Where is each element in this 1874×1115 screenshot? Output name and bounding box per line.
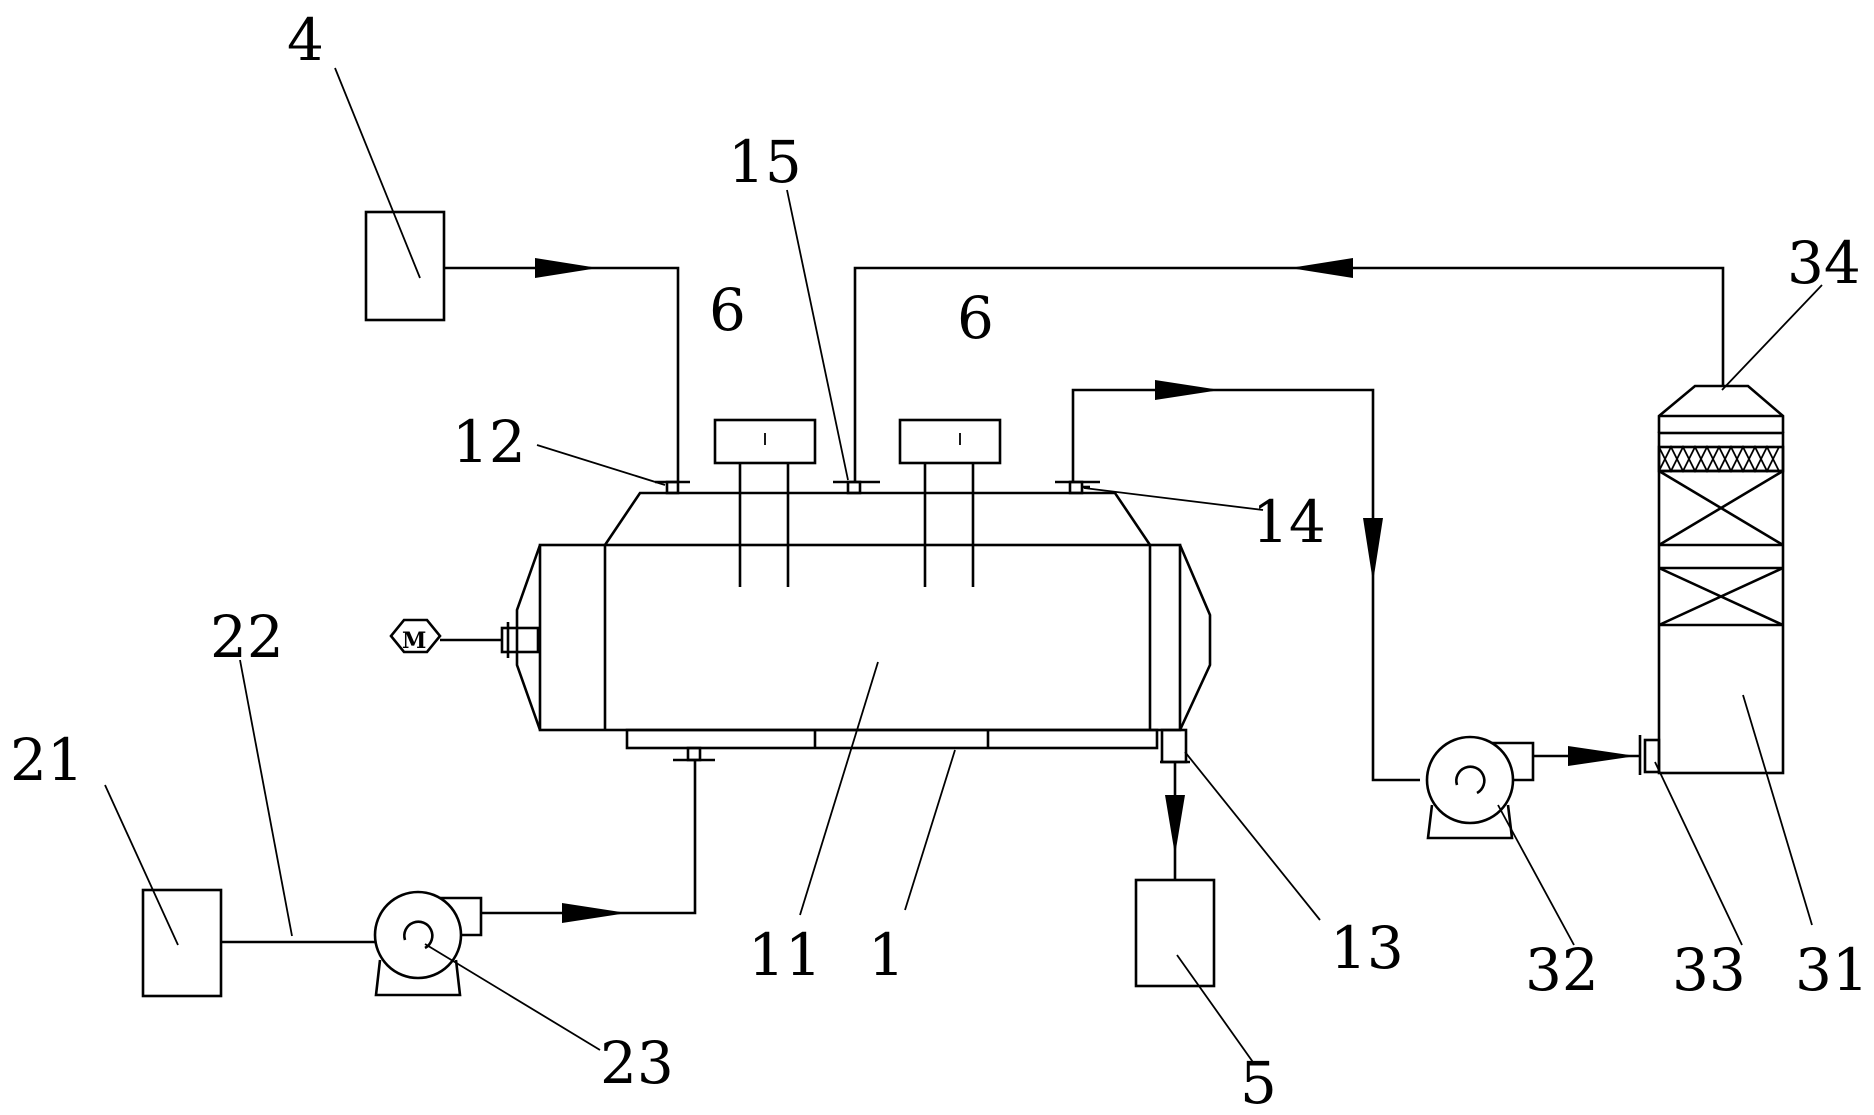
label-22: 22 (210, 603, 284, 671)
label-5: 5 (1240, 1049, 1277, 1115)
main-vessel (515, 491, 1212, 750)
label-1: 1 (868, 921, 905, 989)
heater-6-right (898, 418, 1002, 587)
label-15: 15 (728, 128, 802, 196)
nozzle-12 (655, 480, 690, 495)
label-12: 12 (452, 408, 526, 476)
tank-21 (141, 888, 223, 998)
flow-arrow (1568, 746, 1636, 766)
flow-arrow (562, 903, 627, 923)
nozzle-13 (1160, 728, 1190, 764)
flow-arrow (535, 258, 598, 278)
bottom-inlet-nozzle (673, 746, 715, 762)
leader-lines (104, 67, 1823, 1066)
label-31: 31 (1795, 936, 1869, 1004)
label-6-left: 6 (709, 276, 746, 344)
label-23: 23 (600, 1029, 674, 1097)
scrubber-tower-31 (1638, 384, 1785, 775)
heater-6-left (713, 418, 817, 587)
pump-23 (373, 890, 483, 997)
flow-arrow (1290, 258, 1353, 278)
label-6-right: 6 (957, 284, 994, 352)
nozzle-14 (1055, 480, 1100, 495)
flow-arrow (1155, 380, 1220, 400)
label-33: 33 (1672, 936, 1746, 1004)
agitator-motor: M (389, 618, 540, 658)
tank-4 (364, 210, 446, 322)
label-21: 21 (10, 726, 84, 794)
pump-32 (1425, 735, 1535, 840)
label-11: 11 (748, 921, 822, 989)
motor-label: M (402, 628, 426, 654)
label-4: 4 (287, 6, 324, 74)
flow-arrow (1363, 518, 1383, 582)
tank-5 (1134, 878, 1216, 988)
label-32: 32 (1525, 936, 1599, 1004)
nozzle-15 (833, 480, 880, 495)
label-34: 34 (1787, 229, 1861, 297)
label-14: 14 (1252, 488, 1326, 556)
label-13: 13 (1330, 914, 1404, 982)
flow-arrow (1165, 795, 1185, 855)
